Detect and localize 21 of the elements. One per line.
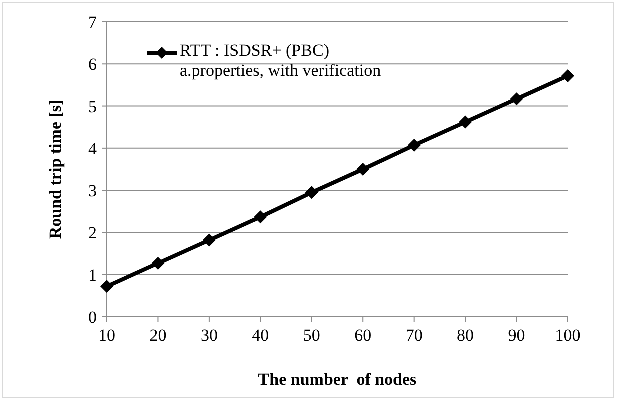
x-tick-label: 30 [200, 326, 218, 345]
y-tick-label: 5 [88, 97, 97, 116]
legend-label: RTT : ISDSR+ (PBC) a.properties, with verification [180, 41, 382, 80]
x-tick-label: 100 [555, 326, 581, 345]
x-tick-label: 70 [406, 326, 423, 345]
y-tick-label: 2 [88, 224, 97, 243]
x-tick-label: 50 [303, 326, 320, 345]
y-tick-label: 0 [88, 308, 97, 327]
y-axis-title: Round trip time [s] [46, 100, 65, 240]
y-tick-label: 4 [88, 139, 97, 158]
x-axis-title: The number of nodes [258, 370, 417, 389]
x-tick-label: 10 [98, 326, 116, 345]
x-tick-label: 60 [354, 326, 372, 345]
y-tick-label: 1 [88, 266, 97, 285]
x-tick-label: 90 [508, 326, 526, 345]
x-tick-label: 20 [150, 326, 167, 345]
x-tick-label: 40 [252, 326, 270, 345]
x-tick-label: 80 [457, 326, 474, 345]
y-tick-label: 7 [88, 13, 97, 32]
y-tick-label: 3 [88, 182, 97, 201]
y-tick-label: 6 [88, 55, 97, 74]
